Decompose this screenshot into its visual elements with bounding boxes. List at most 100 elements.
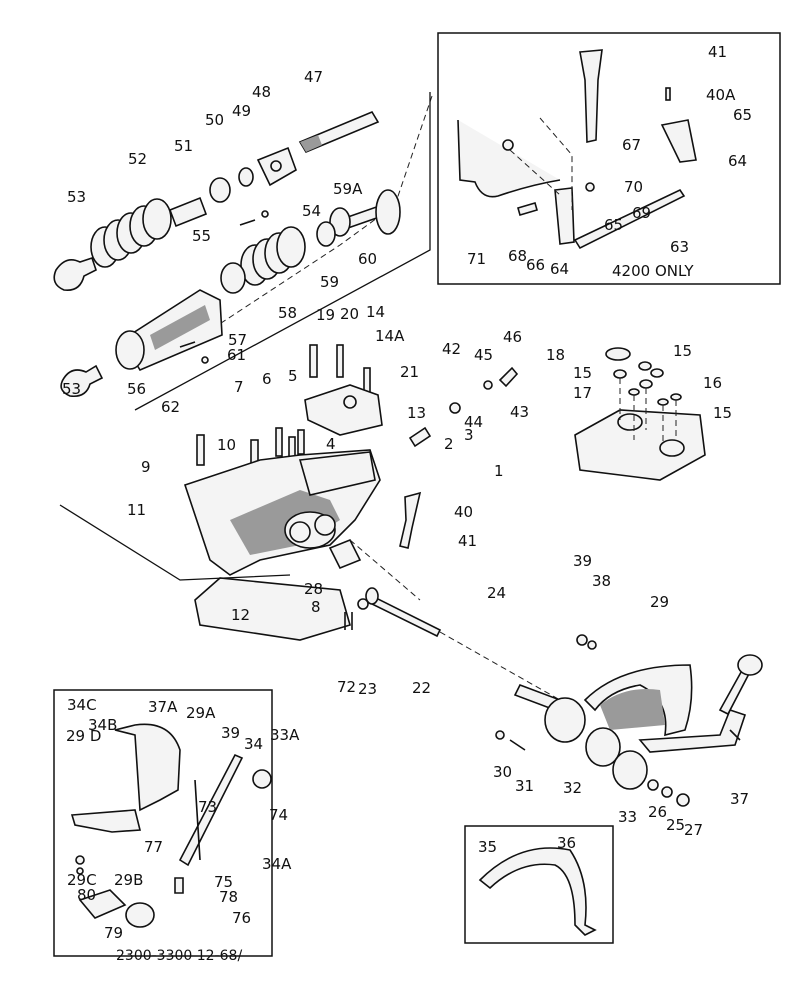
label-67: 67 <box>622 136 641 154</box>
label-39: 39 <box>573 552 592 570</box>
label-74: 74 <box>269 806 288 824</box>
label-61: 61 <box>227 346 246 364</box>
labels-valve-plate: 18 15 15 16 17 15 <box>546 342 732 422</box>
label-44: 44 <box>464 413 483 431</box>
label-41: 41 <box>458 532 477 550</box>
label-37A: 37A <box>148 698 178 716</box>
label-19: 19 <box>316 306 335 324</box>
label-40: 40 <box>454 503 473 521</box>
label-24: 24 <box>487 584 506 602</box>
label-17: 17 <box>573 384 592 402</box>
label-53-top: 53 <box>67 188 86 206</box>
label-54: 54 <box>302 202 321 220</box>
label-33A: 33A <box>270 726 300 744</box>
label-59A: 59A <box>333 180 363 198</box>
label-50: 50 <box>205 111 224 129</box>
label-7: 7 <box>234 378 244 396</box>
inset-4200-parts <box>457 49 697 250</box>
label-23: 23 <box>358 680 377 698</box>
label-33: 33 <box>618 808 637 826</box>
label-29A: 29A <box>186 704 216 722</box>
label-4: 4 <box>326 435 336 453</box>
label-18: 18 <box>546 346 565 364</box>
label-13: 13 <box>407 404 426 422</box>
label-72: 72 <box>337 678 356 696</box>
inset-4200-only-frame <box>437 32 781 285</box>
spring-cylinder-assembly <box>53 92 433 411</box>
label-60: 60 <box>358 250 377 268</box>
labels-inset-lever: 34C 37A 29A 34B 29 D 39 34 33A 73 74 34A… <box>66 696 300 942</box>
label-48: 48 <box>252 83 271 101</box>
label-62: 62 <box>161 398 180 416</box>
label-21: 21 <box>400 363 419 381</box>
label-28: 28 <box>304 580 323 598</box>
label-8: 8 <box>311 598 321 616</box>
label-34B: 34B <box>88 716 117 734</box>
label-59: 59 <box>320 273 339 291</box>
label-37: 37 <box>730 790 749 808</box>
label-15-right: 15 <box>713 404 732 422</box>
label-34C: 34C <box>67 696 97 714</box>
label-64-inset-bottom: 64 <box>550 260 569 278</box>
quadrant-lever-assembly <box>495 634 763 807</box>
label-38: 38 <box>592 572 611 590</box>
label-32: 32 <box>563 779 582 797</box>
label-47: 47 <box>304 68 323 86</box>
label-31: 31 <box>515 777 534 795</box>
label-34A: 34A <box>262 855 292 873</box>
label-66: 66 <box>526 256 545 274</box>
labels-inset-quadrant: 35 36 <box>478 834 597 936</box>
label-55: 55 <box>192 227 211 245</box>
label-20: 20 <box>340 305 359 323</box>
label-3: 3 <box>464 426 474 444</box>
label-65-inset-top: 65 <box>733 106 752 124</box>
labels-spring-cylinder: 47 48 49 50 51 52 53 59A 54 55 60 59 58 … <box>62 68 377 416</box>
label-56: 56 <box>127 380 146 398</box>
label-40A-inset: 40A <box>706 86 736 104</box>
labels-quadrant: 39 38 29 30 31 32 33 26 25 27 37 <box>493 552 749 839</box>
label-46: 46 <box>503 328 522 346</box>
labels-inset-4200: 41 40A 65 64 67 70 69 65 63 71 68 66 64 … <box>467 43 752 280</box>
label-51: 51 <box>174 137 193 155</box>
label-57: 57 <box>228 331 247 349</box>
label-70: 70 <box>624 178 643 196</box>
labels-lift-cover: 19 20 14 14A 21 42 45 46 43 44 13 3 2 1 … <box>127 303 529 698</box>
label-27: 27 <box>684 821 703 839</box>
valve-plate <box>574 347 706 481</box>
label-53-bottom: 53 <box>62 380 81 398</box>
label-15-left: 15 <box>573 364 592 382</box>
lift-cover-assembly <box>59 344 561 701</box>
label-63: 63 <box>670 238 689 256</box>
label-78: 78 <box>219 888 238 906</box>
label-42: 42 <box>442 340 461 358</box>
label-10: 10 <box>217 436 236 454</box>
label-11: 11 <box>127 501 146 519</box>
label-6: 6 <box>262 370 272 388</box>
label-69: 69 <box>632 204 651 222</box>
label-29B: 29B <box>114 871 143 889</box>
label-41-inset: 41 <box>708 43 727 61</box>
label-9: 9 <box>141 458 151 476</box>
label-36: 36 <box>557 834 576 852</box>
inset-quadrant-frame <box>464 825 614 944</box>
label-34: 34 <box>244 735 263 753</box>
label-22: 22 <box>412 679 431 697</box>
label-52: 52 <box>128 150 147 168</box>
label-45: 45 <box>474 346 493 364</box>
label-5: 5 <box>288 367 298 385</box>
inset-title-4200-only: 4200 ONLY <box>612 262 694 280</box>
label-29D: 29 D <box>66 727 101 745</box>
label-79: 79 <box>104 924 123 942</box>
label-35: 35 <box>478 838 497 856</box>
label-77: 77 <box>144 838 163 856</box>
label-12: 12 <box>231 606 250 624</box>
label-80: 80 <box>77 886 96 904</box>
label-16: 16 <box>703 374 722 392</box>
diagram-caption: 2300-3300 12-68/ <box>116 948 242 964</box>
label-29: 29 <box>650 593 669 611</box>
label-49: 49 <box>232 102 251 120</box>
label-14A: 14A <box>375 327 405 345</box>
label-75: 75 <box>214 873 233 891</box>
label-2: 2 <box>444 435 454 453</box>
